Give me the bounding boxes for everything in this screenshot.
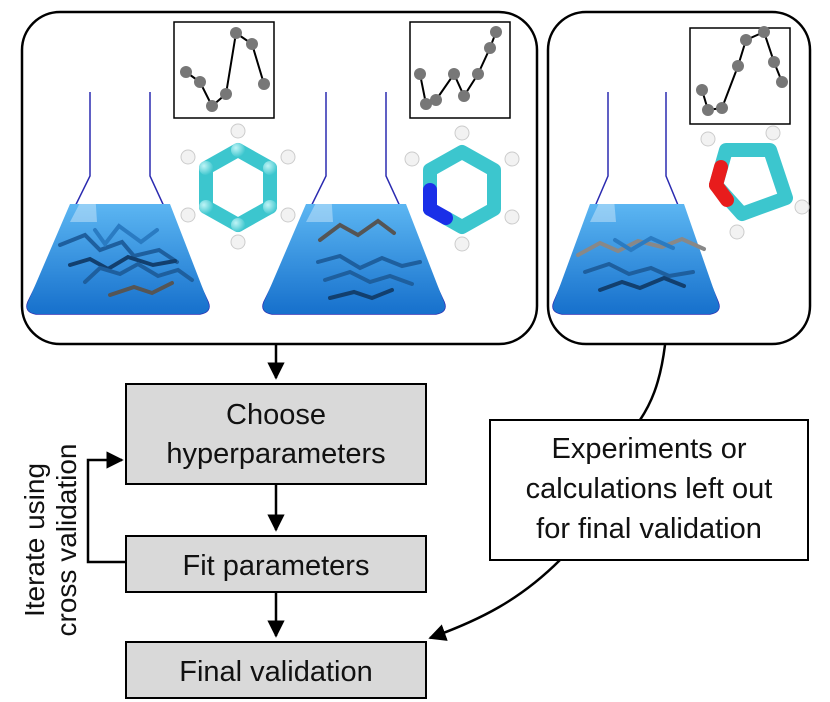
holdout-note-line3: for final validation xyxy=(536,513,762,545)
choose-hyperparameters-line1: Choose xyxy=(226,399,326,431)
benzene-molecule-icon xyxy=(180,123,296,250)
choose-hyperparameters-line2: hyperparameters xyxy=(166,438,385,470)
flask-icon xyxy=(552,92,720,315)
holdout-note-box xyxy=(489,419,809,561)
cross-validation-loop-arrow xyxy=(86,451,126,564)
pyridine-molecule-icon xyxy=(404,125,520,252)
holdout-note-line1: Experiments or xyxy=(551,433,746,465)
final-validation-label: Final validation xyxy=(179,656,372,688)
thf-molecule-icon xyxy=(700,125,810,240)
holdout-note-line2: calculations left out xyxy=(526,473,773,505)
cross-validation-side-label: Iterate using cross validation xyxy=(19,444,82,637)
fit-parameters-label: Fit parameters xyxy=(183,550,370,582)
flask-icon xyxy=(262,92,446,315)
holdout-connector xyxy=(638,344,667,421)
line-plot-thumbnail-icon xyxy=(409,21,511,119)
side-label-line1: Iterate using xyxy=(19,463,50,617)
peptide-structure-icon xyxy=(576,235,706,292)
choose-hyperparameters-box xyxy=(125,383,427,485)
peptide-structure-icon xyxy=(58,223,194,297)
peptide-structure-icon xyxy=(316,218,422,301)
line-plot-thumbnail-icon xyxy=(173,21,275,119)
final-validation-box xyxy=(125,641,427,699)
fit-parameters-box xyxy=(125,535,427,593)
holdout-to-final-arrow xyxy=(428,559,561,641)
line-plot-thumbnail-icon xyxy=(689,26,791,125)
side-label-line2: cross validation xyxy=(51,444,82,637)
